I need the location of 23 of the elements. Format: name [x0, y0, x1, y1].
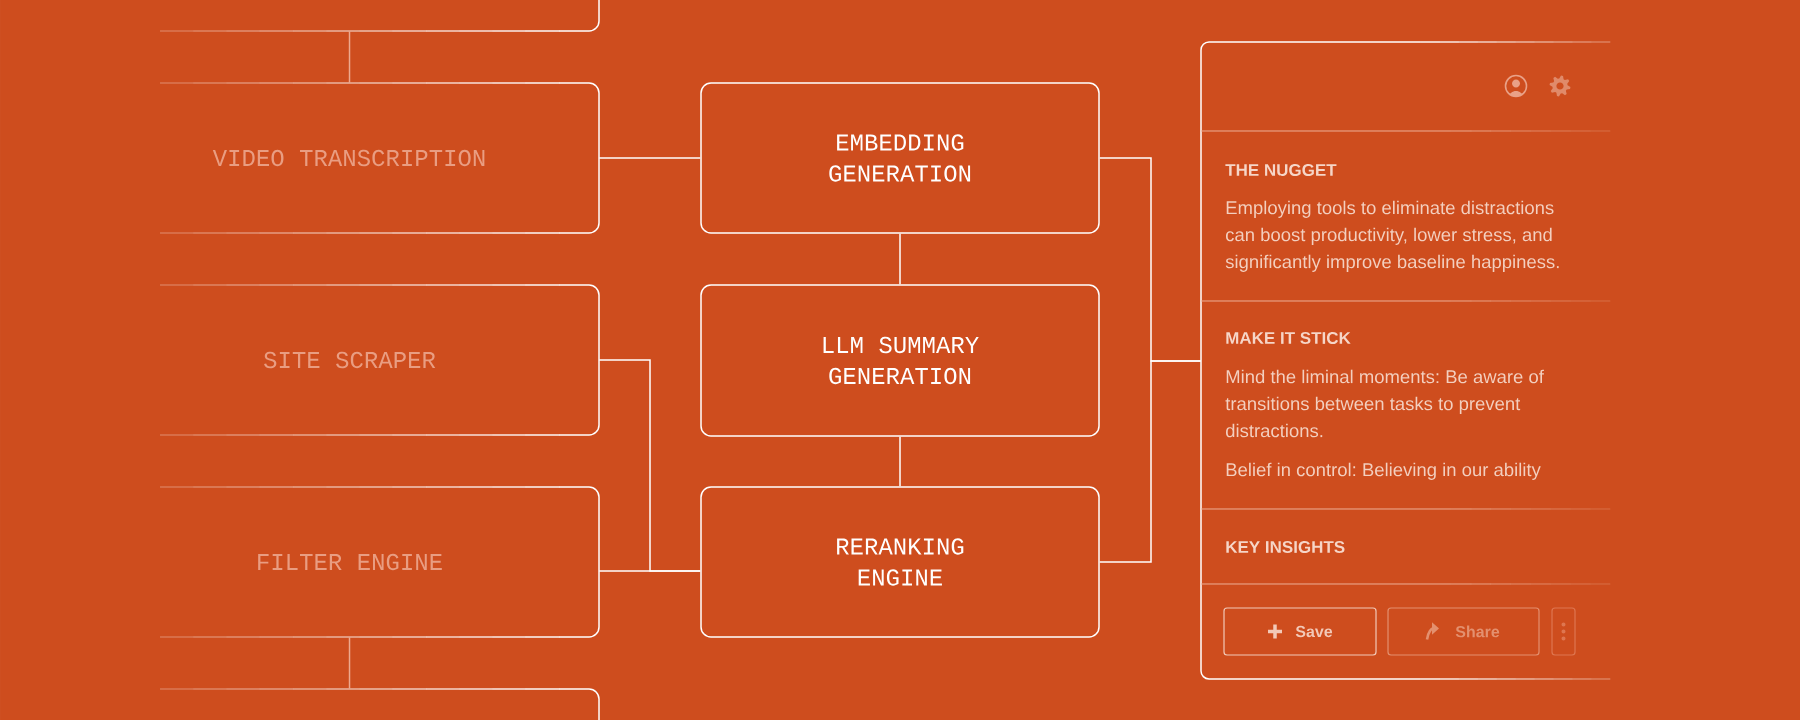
process-box: FILTER ENGINE: [159, 486, 600, 638]
process-box: [159, 688, 600, 720]
section-heading: THE NUGGET: [1225, 164, 1337, 176]
process-box: EMBEDDING GENERATION: [700, 82, 1100, 234]
paragraph: Belief in control: Believing in our ability: [1226, 462, 1541, 480]
connector-line: [899, 233, 901, 285]
process-box: SITE SCRAPER: [159, 284, 600, 436]
process-box: [159, 0, 600, 32]
process-box: LLM SUMMARY GENERATION: [700, 284, 1100, 437]
process-box: RERANKING ENGINE: [700, 486, 1100, 638]
section-heading: KEY INSIGHTS: [1226, 541, 1345, 553]
outlined-button: Share: [1387, 607, 1540, 656]
connector-line: [899, 436, 901, 487]
section-heading: MAKE IT STICK: [1226, 332, 1351, 344]
paragraph: Mind the liminal moments: Be aware of transitions between tasks to prevent distractions.: [1225, 369, 1544, 438]
connector-line: [348, 636, 351, 690]
connector-line: [598, 570, 701, 572]
paragraph: Employing tools to eliminate distractions can boost productivity, lower stress, and significantly improve baseline happiness.: [1225, 200, 1559, 272]
connector-line: [598, 157, 701, 159]
process-box: VIDEO TRANSCRIPTION: [159, 82, 600, 234]
connector-line: [348, 30, 351, 84]
outlined-button: Save: [1223, 607, 1377, 656]
connector-line: [1099, 360, 1202, 563]
